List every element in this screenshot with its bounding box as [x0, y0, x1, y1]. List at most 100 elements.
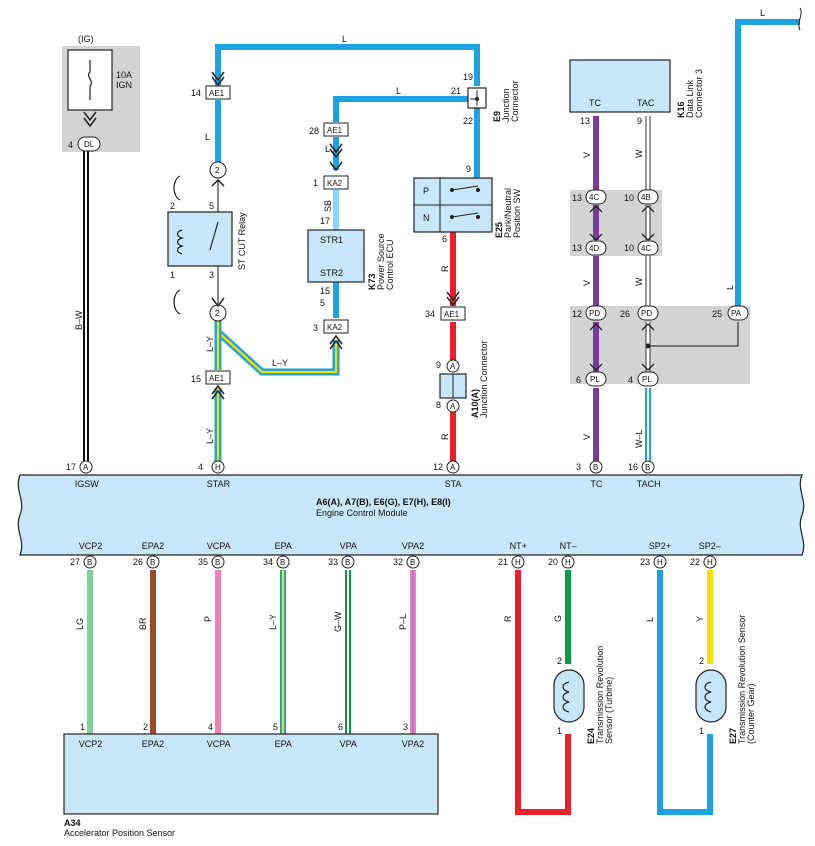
relay-pin-1: 1 — [170, 270, 175, 280]
relay-bottom-pin: 2 — [215, 309, 220, 318]
ecm-bottom-terminal-pin — [211, 555, 225, 569]
park-neutral-switch: P N E25 Park/Neutral Position SW 6 R 34 … — [413, 177, 522, 321]
gw-wire-label: G–W — [333, 611, 343, 632]
fuse-name: IGN — [116, 80, 132, 90]
relay-pin-2: 2 — [170, 201, 175, 211]
aps-terminal-pin: 5 — [273, 722, 278, 732]
aps-terminal-name: VPA2 — [402, 739, 424, 749]
g-wire-label: G — [553, 615, 563, 622]
ecm-bottom-terminal-connector: B — [87, 558, 92, 567]
ecm-bottom-terminal-pin — [406, 555, 420, 569]
ecm-top-terminal-connector: H — [215, 463, 221, 472]
ecm-top-terminal-pin-number: 3 — [576, 462, 581, 472]
e27-code: E27 — [728, 728, 738, 744]
transmission-sensor-e24: 2 1 E24 Transmission Revolution Sensor (… — [553, 646, 614, 744]
r-wire-label-2: R — [440, 433, 450, 440]
ecm-bottom-terminal-pin — [703, 555, 717, 569]
sw-name-2: Position SW — [512, 188, 522, 238]
ecm-bottom-terminal-connector: B — [280, 558, 285, 567]
ecm-title: A6(A), A7(B), E6(G), E7(H), E8(I) — [316, 497, 451, 507]
v-wire-label-2: V — [582, 280, 592, 286]
ecu-name-2: Control ECU — [385, 239, 395, 290]
ecm-bottom-terminal-connector: B — [215, 558, 220, 567]
ecm-bottom-terminal-connector: B — [150, 558, 155, 567]
relay-pin-3: 3 — [209, 270, 214, 280]
ign-fuse: (IG) 10A IGN 4 DL — [67, 34, 132, 152]
dlc-name-2: Connector 3 — [694, 69, 704, 118]
ecm-top-terminal-name: TACH — [637, 479, 661, 489]
ka2-top-label: KA2 — [327, 179, 343, 188]
sw-code: E25 — [494, 222, 504, 238]
ecm-top-terminal-pin — [446, 460, 460, 474]
ecm-top-terminal-connector: A — [450, 463, 456, 472]
fuse-connector-label: DL — [84, 140, 95, 149]
e9-pin-22: 22 — [463, 116, 473, 126]
sw-pin-6: 6 — [442, 234, 447, 244]
ecm-bottom-terminal-pin-number: 33 — [328, 557, 338, 567]
br-wire-label: BR — [138, 617, 148, 630]
ly-wire-label-4: L–Y — [268, 614, 278, 630]
pa-pin-25: 25 — [712, 309, 722, 319]
ecm-bottom-terminal-connector: H — [707, 558, 713, 567]
aps-terminal-pin: 6 — [338, 722, 343, 732]
ecm-bottom-terminal-pin-number: 20 — [548, 557, 558, 567]
aps-terminal-name: EPA — [275, 739, 292, 749]
e9-l-label: L — [396, 86, 401, 96]
v-wire-label-1: V — [582, 152, 592, 158]
jn-4c-1: 4C — [589, 193, 599, 202]
sw-pin-34: 34 — [425, 309, 435, 319]
e24-name-1: Transmission Revolution — [595, 646, 605, 744]
jn-pin-13a: 13 — [572, 193, 582, 203]
ecm-top-terminal-pin-number: 16 — [628, 462, 638, 472]
ecm-bottom-terminal-connector: B — [345, 558, 350, 567]
pd-1: PD — [589, 309, 600, 318]
r-wire-label-3: R — [503, 615, 513, 622]
transmission-sensor-e27: 2 1 E27 Transmission Revolution Sensor (… — [695, 615, 756, 744]
ecm-bottom-terminal-name: VCPA — [207, 541, 231, 551]
r-wire-label-1: R — [440, 265, 450, 272]
sw-n-label: N — [423, 213, 430, 223]
e24-name-2: Sensor (Turbine) — [604, 677, 614, 744]
l-label-ecu: L — [325, 144, 330, 154]
e24-pin-2: 2 — [557, 656, 562, 666]
junction-connector-a10: 9 A 8 A A10(A) Junction Connector R — [436, 340, 489, 440]
ecm-bottom-terminal-pin — [561, 555, 575, 569]
ecm-top-terminal-pin-number: 12 — [433, 462, 443, 472]
pd-pin-26: 26 — [620, 309, 630, 319]
aps-terminal-pin: 4 — [208, 722, 213, 732]
ecm-bottom-terminal-connector: H — [657, 558, 663, 567]
pl-1: PL — [590, 375, 600, 384]
l-wire-label: L — [205, 132, 210, 142]
ecm-top-terminal-name: IGSW — [75, 479, 100, 489]
bw-wire-label: B–W — [74, 310, 84, 330]
aps-terminal-pin: 2 — [143, 722, 148, 732]
ecm-bottom-terminal-pin-number: 21 — [498, 557, 508, 567]
p-wire-label: P — [203, 616, 213, 622]
ecm-bottom-terminal-pin-number: 35 — [198, 557, 208, 567]
ecm-bottom-terminal-pin — [653, 555, 667, 569]
pl-pin-6: 6 — [576, 375, 581, 385]
wires — [83, 19, 800, 815]
fuse-rating: 10A — [116, 70, 132, 80]
ecm-bottom-terminal-connector: H — [515, 558, 521, 567]
v-wire-label-3: V — [582, 434, 592, 440]
ecm-bottom-terminal-pin — [511, 555, 525, 569]
ecm-bottom-terminal-pin-number: 26 — [133, 557, 143, 567]
ecm-bottom-terminal-name: SP2– — [699, 541, 721, 551]
relay-label: ST CUT Relay — [237, 212, 247, 270]
ecm-bottom-terminals: B27VCP2B26EPA2B35VCPAB34EPAB33VPAB32VPA2… — [70, 541, 721, 569]
ecu-pin-17: 17 — [320, 216, 330, 226]
ecm-top-terminal-connector: A — [83, 463, 89, 472]
ae1-top-label: AE1 — [209, 89, 225, 98]
aps-code: A34 — [64, 818, 81, 828]
pd-2: PD — [641, 309, 652, 318]
